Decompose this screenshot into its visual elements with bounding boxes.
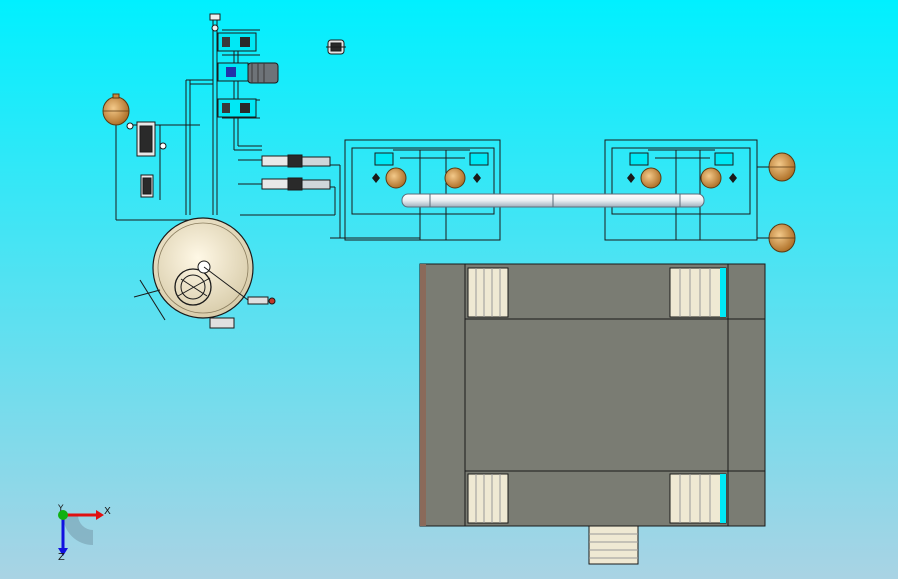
skid-frame-right [604,139,758,241]
pressure-vessel-right-lower[interactable] [757,223,796,253]
vent-valve[interactable] [209,13,221,32]
skid-frame-left [344,139,501,241]
piping-manifold [115,18,420,239]
skid-pump-3[interactable] [627,167,662,189]
axis-label-x: X [104,506,111,517]
axis-label-y: Y [57,504,64,514]
rail-segment-bottom-right [669,473,727,524]
axis-label-z: Z [58,552,65,563]
rail-segment-top-right [669,267,727,318]
entry-steps[interactable] [588,525,639,565]
connecting-pipe[interactable] [401,193,705,208]
blower-pump-pair[interactable] [261,154,331,191]
rail-segment-bottom-left [467,473,509,524]
detached-fitting[interactable] [326,39,346,55]
valve-block-lower[interactable] [217,98,257,118]
rail-segment-top-left [467,267,509,318]
filter-unit[interactable] [126,121,167,198]
motor-pump-upper[interactable] [217,62,279,84]
skid-pump-1[interactable] [372,167,407,189]
axis-triad [58,510,104,556]
pressure-vessel-left[interactable] [102,93,130,126]
skid-pump-4[interactable] [700,167,737,189]
storage-tank[interactable] [133,217,276,329]
pressure-vessel-right-upper[interactable] [757,152,796,182]
skid-pump-2[interactable] [444,167,481,189]
valve-block-top[interactable] [217,32,257,52]
